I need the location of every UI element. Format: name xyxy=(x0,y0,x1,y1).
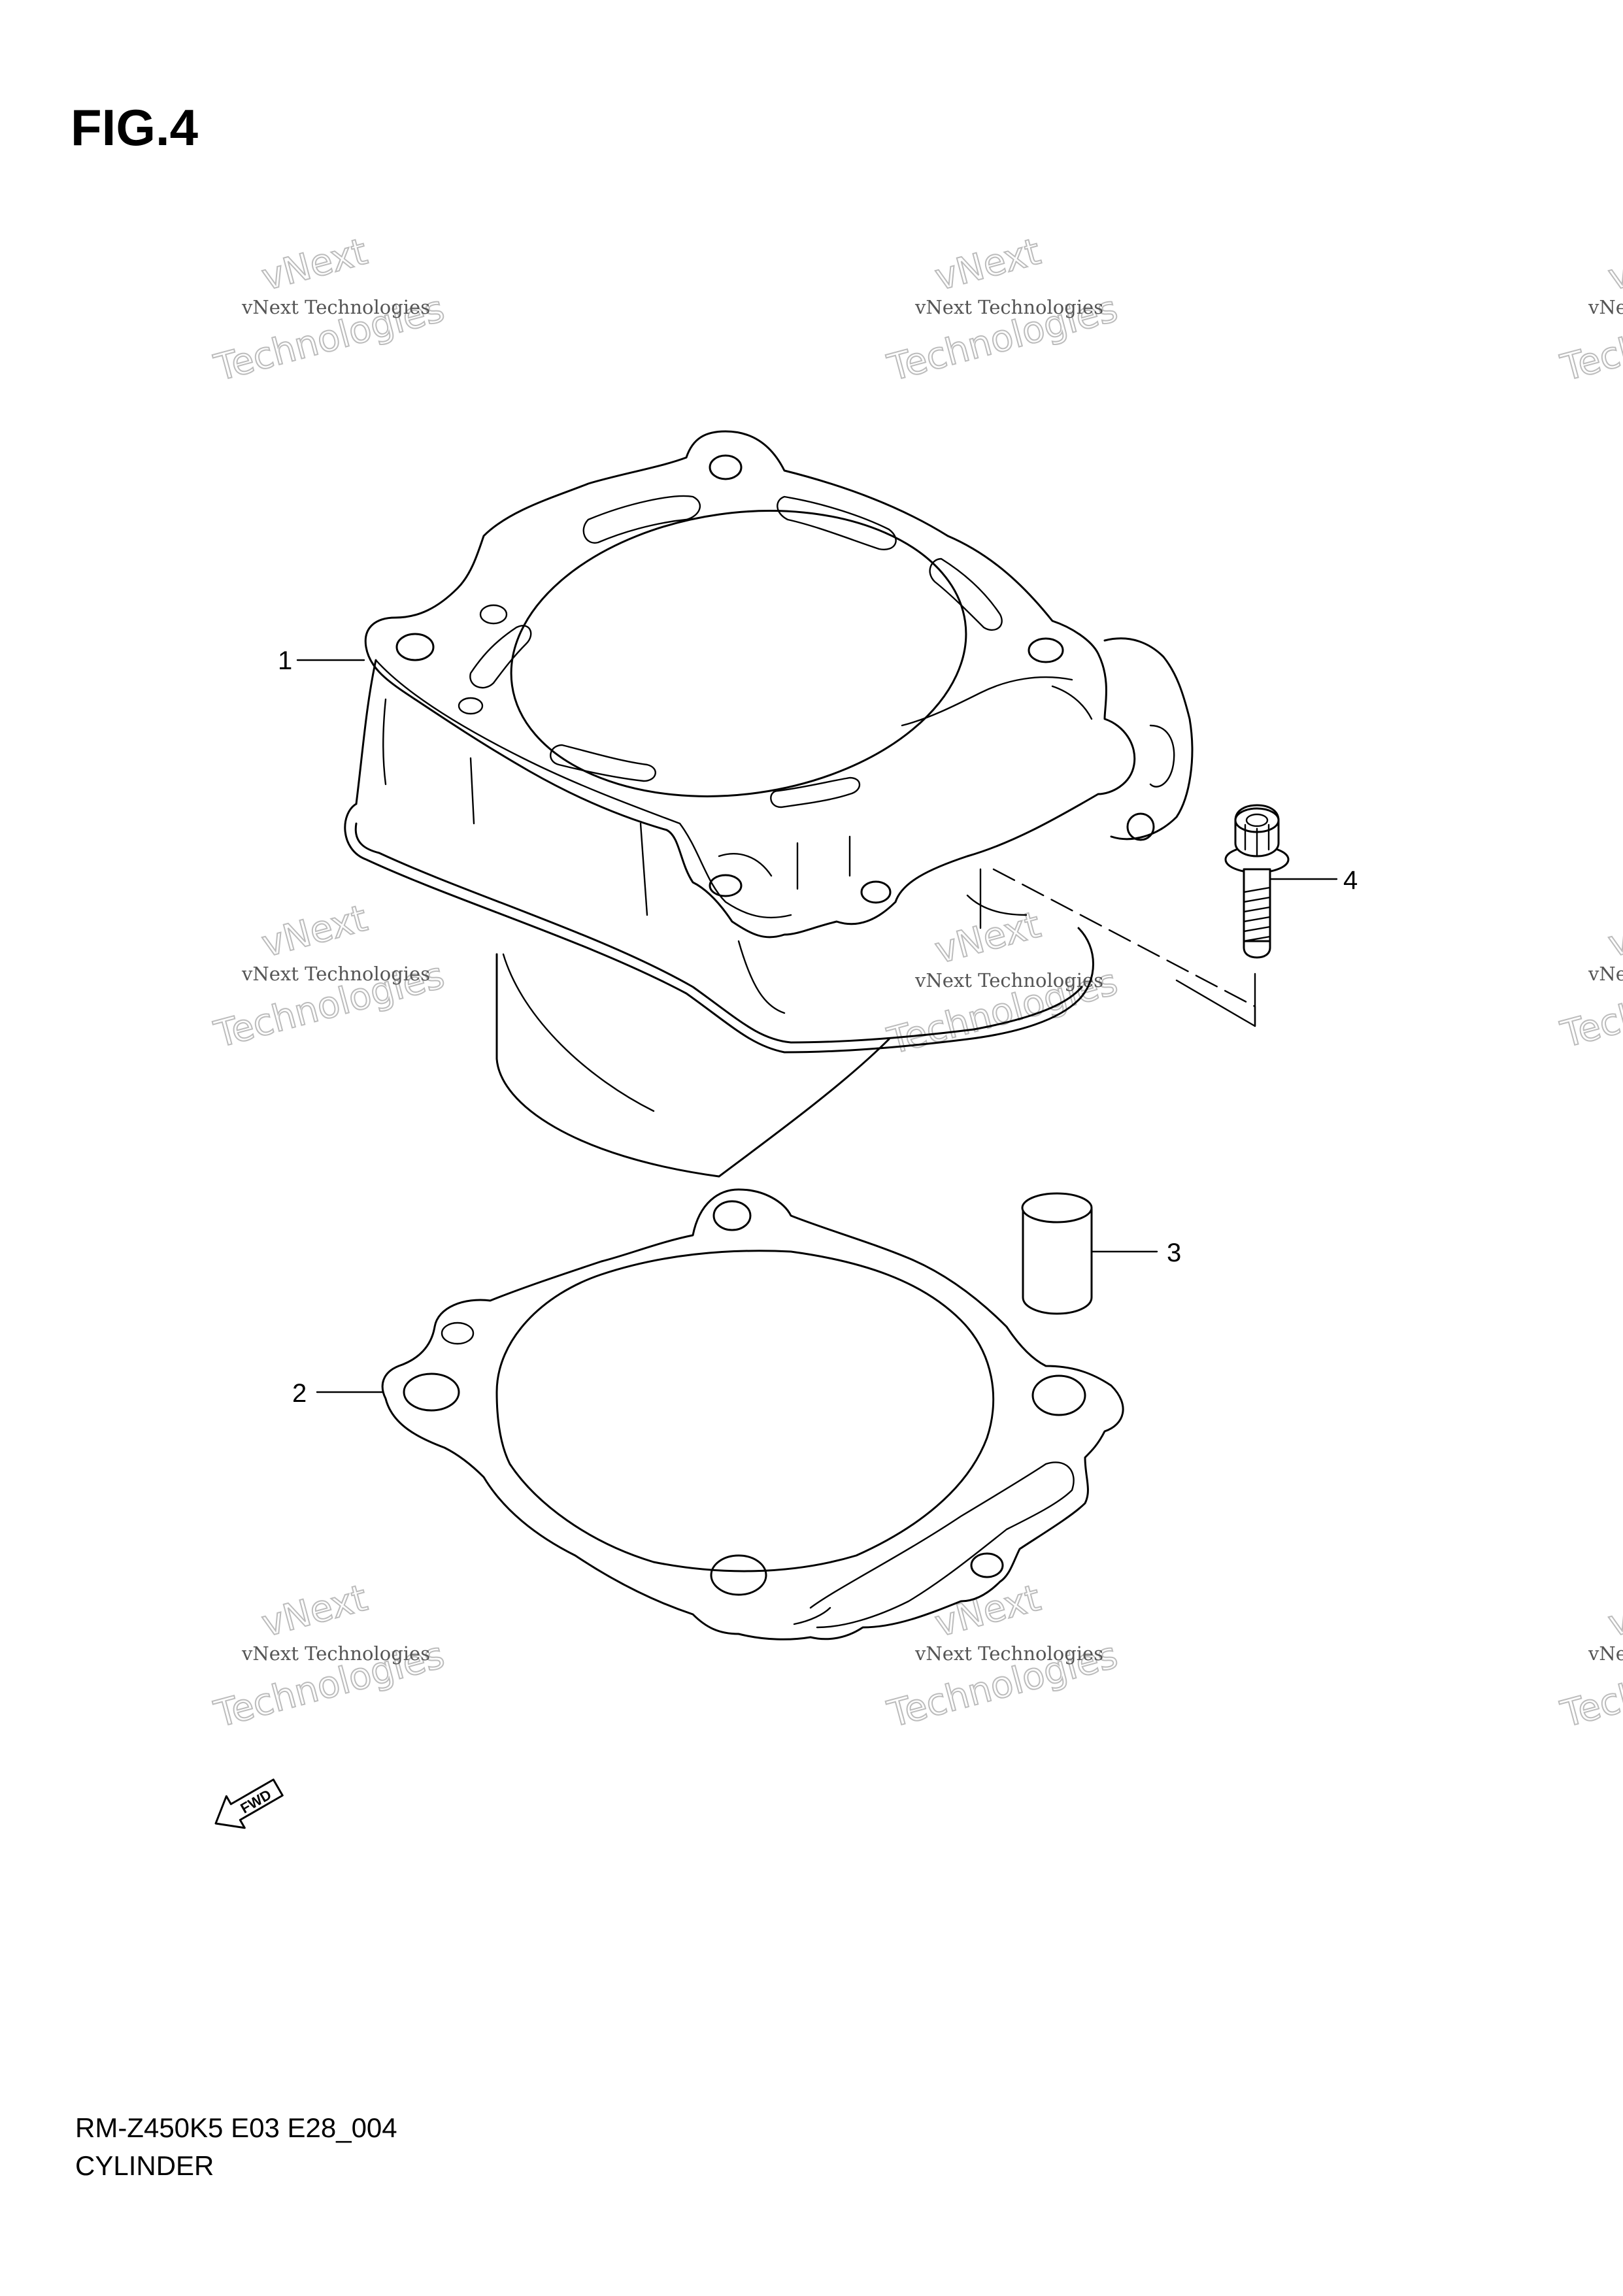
bolt-part xyxy=(1175,804,1290,1027)
svg-text:vNext: vNext xyxy=(258,897,372,966)
watermark: vNext Technologies vNext Technologies xyxy=(882,903,1122,1064)
cylinder-part xyxy=(344,430,1256,1178)
watermark: vNext Technologies vNext Technologies xyxy=(1556,230,1623,391)
svg-text:vNext Technologies: vNext Technologies xyxy=(914,296,1103,318)
watermark: vNext Technologies vNext Technologies xyxy=(209,1576,449,1737)
watermark: vNext Technologies vNext Technologies xyxy=(882,230,1122,391)
figure-code: RM-Z450K5 E03 E28_004 xyxy=(75,2112,397,2143)
svg-text:vNext: vNext xyxy=(1604,1577,1623,1646)
svg-text:vNext Technologies: vNext Technologies xyxy=(1588,1642,1623,1665)
svg-text:vNext Technologies: vNext Technologies xyxy=(914,1642,1103,1665)
fwd-arrow-icon: FWD xyxy=(214,1778,284,1829)
svg-text:vNext: vNext xyxy=(931,231,1045,299)
svg-text:vNext Technologies: vNext Technologies xyxy=(1588,296,1623,318)
callout-3-number: 3 xyxy=(1167,1239,1181,1267)
watermark-group: vNext Technologies vNext Technologies vN… xyxy=(209,230,1623,1737)
dowel-pin-part xyxy=(1021,1192,1093,1315)
svg-text:vNext: vNext xyxy=(931,1577,1045,1646)
svg-text:vNext: vNext xyxy=(258,231,372,299)
watermark: vNext Technologies vNext Technologies xyxy=(209,230,449,391)
svg-text:vNext Technologies: vNext Technologies xyxy=(1588,963,1623,985)
gasket-part xyxy=(381,1188,1124,1640)
figure-title: FIG.4 xyxy=(71,99,199,156)
watermark: vNext Technologies vNext Technologies xyxy=(209,897,449,1057)
callout-2-number: 2 xyxy=(292,1379,307,1408)
svg-text:vNext: vNext xyxy=(258,1577,372,1646)
callout-4-number: 4 xyxy=(1343,866,1358,895)
svg-text:vNext Technologies: vNext Technologies xyxy=(241,963,430,985)
svg-text:vNext: vNext xyxy=(1604,231,1623,299)
watermark: vNext Technologies vNext Technologies xyxy=(1556,1576,1623,1737)
svg-text:vNext: vNext xyxy=(1604,897,1623,966)
svg-text:vNext Technologies: vNext Technologies xyxy=(241,296,430,318)
svg-text:vNext Technologies: vNext Technologies xyxy=(241,1642,430,1665)
watermark: vNext Technologies vNext Technologies xyxy=(882,1576,1122,1737)
svg-text:vNext: vNext xyxy=(931,904,1045,973)
watermark: vNext Technologies vNext Technologies xyxy=(1556,897,1623,1057)
figure-name: CYLINDER xyxy=(75,2150,214,2181)
callouts: 1 2 3 4 xyxy=(278,646,1358,1408)
svg-text:vNext Technologies: vNext Technologies xyxy=(914,969,1103,991)
callout-1-number: 1 xyxy=(278,646,292,675)
